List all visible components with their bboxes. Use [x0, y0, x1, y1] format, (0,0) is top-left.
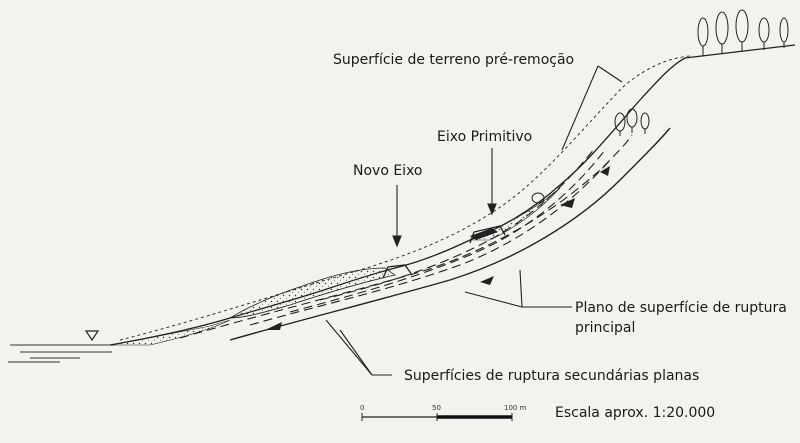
- trees-top: [697, 9, 789, 56]
- debris-mass-lower: [109, 319, 231, 346]
- debris-mass-upper: [469, 187, 561, 241]
- water-level-marker: [84, 330, 100, 342]
- pre-removal-surface-line: [119, 55, 691, 341]
- label-new-axis: Novo Eixo: [353, 163, 423, 179]
- trees-slope: [531, 108, 650, 204]
- scale-tick-100: 100 m: [504, 404, 527, 412]
- scale-tick-50: 50: [432, 404, 441, 412]
- debris-mass: [228, 267, 396, 319]
- scale-bar: 0 50 100 m: [360, 404, 527, 421]
- new-axis-road: [382, 264, 413, 279]
- secondary-rupture-surfaces: [179, 134, 633, 339]
- label-main-rupture-line1: Plano de superfície de ruptura: [575, 300, 787, 316]
- slide-blocks: [265, 166, 610, 330]
- leader-lines: [325, 65, 623, 376]
- label-scale: Escala aprox. 1:20.000: [555, 405, 715, 421]
- label-pre-removal-surface: Superfície de terreno pré-remoção: [333, 52, 574, 68]
- water-lines: [8, 344, 115, 363]
- label-secondary-rupture: Superfícies de ruptura secundárias plana…: [404, 368, 699, 384]
- main-rupture-surface: [229, 127, 671, 341]
- label-main-rupture-line2: principal: [575, 320, 635, 336]
- scale-tick-0: 0: [360, 404, 364, 412]
- old-axis-road: [469, 225, 506, 244]
- label-old-axis: Eixo Primitivo: [437, 129, 532, 145]
